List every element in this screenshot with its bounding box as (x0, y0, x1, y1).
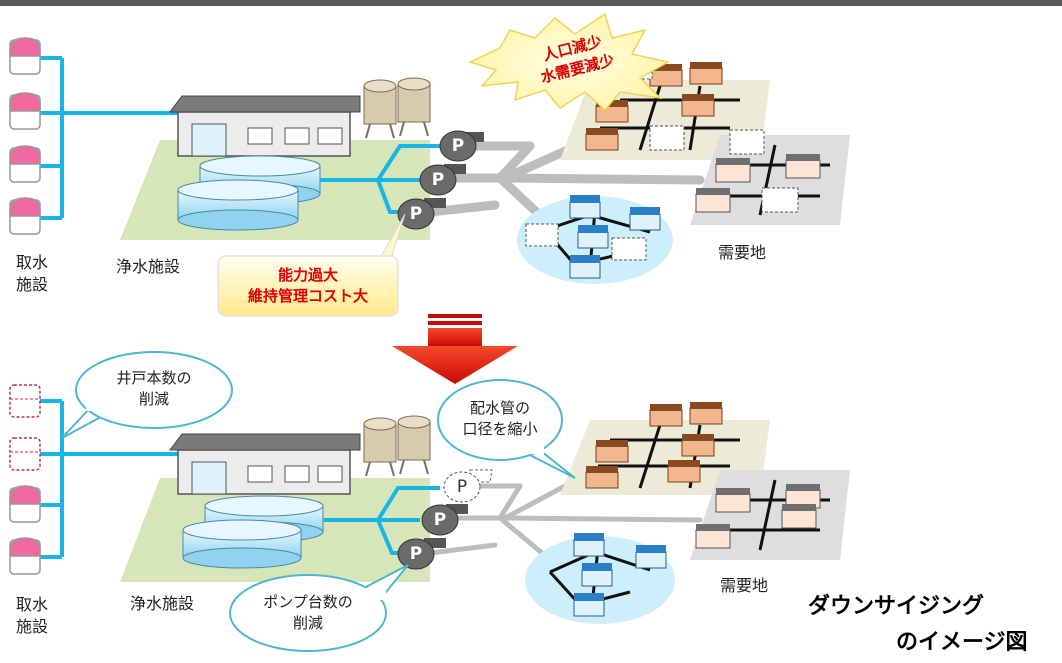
wells-bubble-line-1: 井戸本数の (116, 369, 192, 387)
bottom-pumps (397, 469, 493, 570)
bottom-plant-label: 浄水施設 (130, 594, 195, 613)
top-intake-pipes (40, 56, 188, 220)
wells-bubble-line-2: 削減 (138, 390, 169, 408)
top-plant-label: 浄水施設 (116, 257, 181, 276)
removed-well-icon (9, 437, 41, 471)
capacity-alert-callout (217, 213, 406, 317)
pump-reduction-bubble (229, 564, 409, 652)
bottom-demand-gray (690, 470, 850, 560)
top-distribution-pipes (425, 135, 705, 225)
top-pump-letter-2: P (431, 170, 445, 190)
top-intake-label: 取水 施設 (12, 252, 52, 296)
intake-well-icon (9, 485, 41, 523)
top-storage-tanks (363, 77, 431, 139)
pipe-bubble-line-2: 口径を縮小 (462, 420, 538, 438)
bottom-intake-wells (9, 384, 41, 575)
bottom-scene (9, 351, 850, 652)
wells-reduction-text: 井戸本数の 削減 (96, 368, 212, 410)
bottom-demand-brown (560, 402, 770, 495)
pump-reduction-text: ポンプ台数の 削減 (246, 592, 370, 634)
bottom-demand-label: 需要地 (720, 576, 769, 595)
intake-well-icon (9, 92, 41, 130)
bottom-purification-tanks (182, 495, 324, 569)
top-pumps (397, 130, 484, 230)
population-decline-burst (467, 12, 671, 112)
capacity-alert-text: 能力過大 維持管理コスト大 (218, 265, 398, 307)
pipe-diameter-text: 配水管の 口径を縮小 (448, 398, 552, 440)
intake-well-icon (9, 37, 41, 75)
alert-line-1: 能力過大 (277, 266, 338, 284)
top-banner-strip (0, 0, 1062, 6)
top-purification-tanks (177, 155, 321, 231)
intake-well-icon (9, 145, 41, 183)
top-demand-gray (690, 129, 850, 225)
bottom-intake-label-line-1: 取水 (15, 595, 48, 614)
top-intake-wells (9, 37, 41, 235)
bottom-intake-label: 取水 施設 (12, 594, 52, 638)
pump-bubble-line-2: 削減 (292, 614, 323, 632)
removed-well-icon (9, 384, 41, 418)
wells-reduction-bubble (61, 351, 233, 439)
top-demand-label: 需要地 (718, 243, 767, 262)
intake-well-icon (9, 537, 41, 575)
top-pump-letter-3: P (409, 204, 423, 224)
top-plant-building (169, 95, 361, 157)
caption-line-2: のイメージ図 (896, 630, 1028, 655)
top-demand-blue (517, 195, 673, 284)
bottom-pump-letter-1: P (433, 510, 447, 530)
top-intake-label-line-1: 取水 (15, 253, 48, 272)
intake-well-icon (9, 197, 41, 235)
bottom-intake-pipes (40, 399, 188, 559)
pipe-bubble-line-1: 配水管の (469, 399, 530, 417)
bottom-demand-blue (525, 533, 675, 624)
caption-line-1: ダウンサイジング (808, 594, 985, 619)
pipe-diameter-bubble (437, 379, 576, 479)
top-intake-label-line-2: 施設 (15, 275, 48, 294)
bottom-plant-building (169, 433, 361, 495)
bottom-pump-letter-2: P (409, 544, 423, 564)
bottom-storage-tanks (363, 415, 431, 477)
transition-arrow (392, 314, 518, 384)
top-scene (9, 12, 850, 317)
alert-line-2: 維持管理コスト大 (247, 287, 368, 305)
top-pump-letter-1: P (451, 136, 465, 156)
pump-bubble-line-1: ポンプ台数の (263, 593, 353, 611)
bottom-intake-label-line-2: 施設 (15, 617, 48, 636)
removed-pump-letter: P (456, 477, 468, 497)
